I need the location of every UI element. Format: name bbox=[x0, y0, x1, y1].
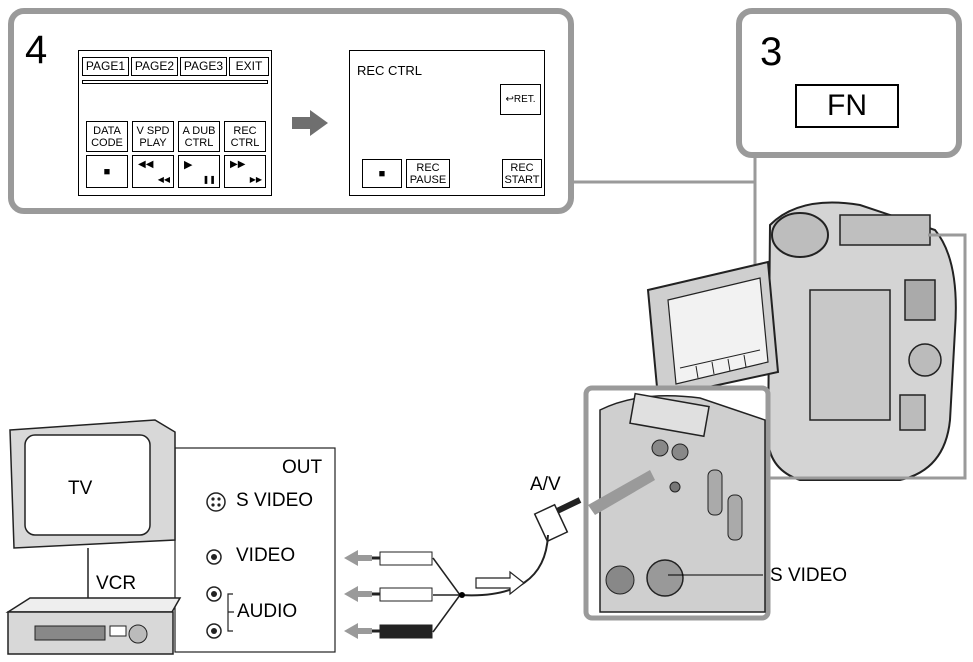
step-4-number: 4 bbox=[25, 28, 48, 72]
v-spd-play-button[interactable]: V SPD PLAY bbox=[132, 121, 174, 152]
rec-ctrl-screen: REC CTRL ↩RET. ■ REC PAUSE REC START bbox=[349, 50, 545, 196]
rewind-search-icon: ◀◀ bbox=[157, 175, 170, 184]
fast-forward-button[interactable]: ▶▶ ▶▶ bbox=[224, 155, 266, 188]
rec-ctrl-button[interactable]: REC CTRL bbox=[224, 121, 266, 152]
rca-plug-audio-red bbox=[366, 624, 433, 639]
rewind-button[interactable]: ◀◀ ◀◀ bbox=[132, 155, 174, 188]
ff-search-icon: ▶▶ bbox=[249, 175, 262, 184]
rec-pause-button[interactable]: REC PAUSE bbox=[406, 159, 450, 188]
rca-plug-video bbox=[366, 551, 433, 566]
out-audio-label: AUDIO bbox=[237, 601, 298, 622]
stop-icon: ■ bbox=[378, 167, 386, 180]
tab-page1[interactable]: PAGE1 bbox=[82, 57, 129, 76]
ret-button[interactable]: ↩RET. bbox=[500, 84, 541, 115]
play-pause-button[interactable]: ▶ ❚❚ bbox=[178, 155, 220, 188]
rec-start-button[interactable]: REC START bbox=[502, 159, 542, 188]
tab-underline bbox=[82, 80, 268, 84]
jack-closeup bbox=[599, 392, 766, 613]
rca-plug-audio-white bbox=[366, 587, 433, 602]
vcr-illustration bbox=[5, 597, 182, 655]
camcorder-illustration bbox=[646, 201, 957, 481]
s-video-jack-label: S VIDEO bbox=[770, 565, 848, 586]
fn-button[interactable]: FN bbox=[795, 84, 899, 128]
right-arrow-icon bbox=[292, 110, 328, 136]
step-3-number: 3 bbox=[760, 30, 783, 74]
play-icon: ▶ bbox=[184, 159, 193, 171]
vcr-label: VCR bbox=[96, 573, 137, 594]
tab-exit[interactable]: EXIT bbox=[229, 57, 269, 76]
data-code-button[interactable]: DATA CODE bbox=[86, 121, 128, 152]
rec-ctrl-stop-button[interactable]: ■ bbox=[362, 159, 402, 188]
a-dub-ctrl-button[interactable]: A DUB CTRL bbox=[178, 121, 220, 152]
return-icon: ↩ bbox=[505, 93, 514, 105]
stop-icon: ■ bbox=[103, 165, 111, 178]
ret-label: RET. bbox=[513, 93, 536, 105]
tab-page3[interactable]: PAGE3 bbox=[180, 57, 227, 76]
tv-label: TV bbox=[68, 478, 93, 499]
out-panel-title: OUT bbox=[282, 457, 323, 478]
out-s-video-label: S VIDEO bbox=[236, 490, 314, 511]
rec-ctrl-title: REC CTRL bbox=[357, 63, 423, 78]
pause-icon: ❚❚ bbox=[202, 175, 216, 184]
av-label: A/V bbox=[530, 474, 561, 495]
stop-button[interactable]: ■ bbox=[86, 155, 128, 188]
out-video-label: VIDEO bbox=[236, 545, 296, 566]
tv-illustration bbox=[9, 419, 176, 600]
menu-screen: PAGE1 PAGE2 PAGE3 EXIT DATA CODE V SPD P… bbox=[78, 50, 272, 196]
step-3-panel bbox=[736, 8, 962, 158]
rewind-icon: ◀◀ bbox=[138, 159, 154, 170]
fast-forward-icon: ▶▶ bbox=[230, 159, 246, 170]
tab-page2[interactable]: PAGE2 bbox=[131, 57, 178, 76]
